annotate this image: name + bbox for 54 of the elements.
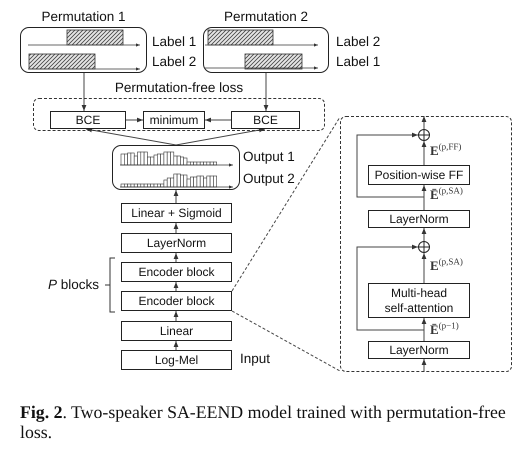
edge-label: E$^{(p,SA)}$ [430,259,463,273]
arrow [174,282,178,292]
arrow [174,190,178,204]
process-box: minimum [143,111,205,129]
circled-plus-icon [418,129,430,141]
arrow [356,244,424,342]
process-box: BCE [231,111,300,129]
side-label: Label 2 [336,34,380,50]
process-box: Position-wise FF [368,165,470,185]
connector-line [232,310,340,372]
process-box: LayerNorm [368,210,470,228]
inset-panel [340,116,512,372]
side-label: Label 1 [152,34,196,50]
arrow [204,118,232,122]
arrow [356,132,424,210]
arrow [126,118,144,122]
arrow [82,72,86,112]
side-label: Label 1 [336,54,380,70]
process-box: Linear + Sigmoid [121,203,232,223]
arrow [422,252,426,284]
arrow [422,228,426,242]
process-box: Linear [121,321,232,341]
output-box [112,145,240,190]
side-label: Output 2 [243,171,295,187]
arrow [422,358,426,372]
box-heading: Permutation 2 [224,9,308,25]
process-box: Encoder block [121,262,232,282]
arrow [174,252,178,262]
process-box: LayerNorm [368,341,470,359]
arrow [174,340,178,350]
arrow [422,116,426,130]
edge-label: Ē$^{(p−1)}$ [430,323,459,337]
bracket-label: P blocks [48,277,100,293]
box-heading: Permutation 1 [41,9,126,25]
side-label: Input [240,351,270,367]
arrow [174,310,178,322]
connector-line [232,116,340,292]
arrow [422,140,426,166]
arrow [174,222,178,234]
side-label: Label 2 [152,54,196,70]
process-box: LayerNorm [121,233,232,253]
process-box: BCE [50,111,126,129]
edge-label: E$^{(p,FF)}$ [430,144,462,158]
arrow [176,128,266,146]
edge-label: Ē$^{(p,SA)}$ [430,188,463,202]
process-box: Multi-head self-attention [368,283,470,318]
box-heading: Permutation-free loss [114,80,244,96]
side-label: Output 1 [243,149,295,165]
process-box: Log-Mel [121,350,232,370]
arrow [86,128,176,146]
circled-plus-icon [418,241,430,253]
figure-caption: Fig. 2. Two-speaker SA-EEND model trained with permutation-free loss. [20,402,507,442]
arrow [264,72,268,112]
process-box: Encoder block [121,291,232,311]
